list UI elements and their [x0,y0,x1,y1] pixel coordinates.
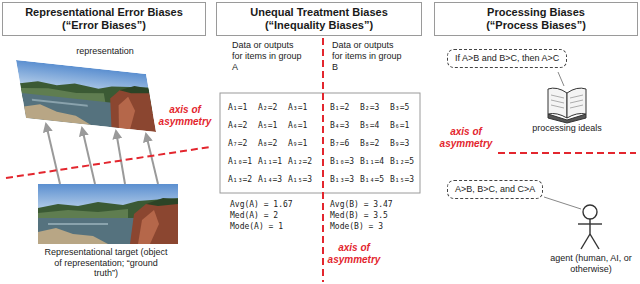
representation-image [16,60,156,132]
heading-subtext: (“Inequality Biases”) [221,19,417,32]
figure-leg [581,234,590,249]
mapping-arrows [46,124,158,184]
table-cell: A₆=1 [288,121,317,131]
heading-text: Processing Biases [439,6,633,19]
table-cell: A₇=2 [228,139,257,149]
table-cell: B₁₅=3 [390,175,419,185]
heading-text: Unequal Treatment Biases [221,6,417,19]
book-lines [570,100,583,103]
panel-heading: Representational Error Biases(“Error Bia… [2,2,206,36]
table-cell: A₁=1 [228,103,257,113]
table-cell: B₆=1 [390,121,419,131]
panel-heading: Processing Biases(“Process Biases”) [434,2,638,36]
data-table-frame [220,93,420,193]
target-image [38,184,178,244]
figure-arms [578,223,602,224]
axis-label: axis of asymmetry [157,104,213,128]
figure-head [583,205,597,219]
mapping-arrow [146,134,158,184]
table-cell: B₁₁=4 [360,157,389,167]
heading-subtext: (“Process Biases”) [439,19,633,32]
table-cell: B₅=4 [360,121,389,131]
book-lines [551,95,564,98]
table-cell: A₉=1 [288,139,317,149]
table-cell: B₇=6 [330,139,359,149]
summary-stat: Avg(B) = 3.47 [330,200,410,210]
summary-stat: Mode(A) = 1 [230,222,310,232]
table-cell: A₃=1 [288,103,317,113]
mapping-arrow [46,124,60,184]
summary-stat: Med(B) = 3.5 [330,211,410,221]
table-cell: B₉=3 [390,139,419,149]
book-icon [548,88,586,123]
agent-figure [578,205,602,249]
thought-bubble: If A>B and B>C, then A>C [447,49,567,68]
image-label: Representational target (object of repre… [42,247,170,279]
book-lines [551,100,564,103]
table-cell: B₄=3 [330,121,359,131]
table-cell: A₄=2 [228,121,257,131]
table-cell: A₁₅=3 [288,175,317,185]
table-cell: B₁=2 [330,103,359,113]
thought-bubble: A>B, B>C, and C>A [447,180,543,199]
book-lines [551,95,583,108]
mapping-arrow [116,131,125,184]
asymmetry-axis [322,38,324,282]
table-cell: A₁₀=1 [228,157,257,167]
table-cell: A₁₁=1 [258,157,287,167]
axis-label: axis of asymmetry [326,242,382,266]
table-cell: B₃=5 [390,103,419,113]
icon-label: agent (human, AI, or otherwise) [545,253,637,275]
axis-label: axis of asymmetry [438,126,494,150]
table-cell: B₁₀=3 [330,157,359,167]
table-cell: B₁₃=3 [330,175,359,185]
callout-line [544,197,581,209]
bubble-text: If A>B and B>C, then A>C [455,53,559,64]
figure-body [589,219,590,234]
summary-stat: Mode(B) = 3 [330,222,410,232]
table-cell: A₂=2 [258,103,287,113]
table-cell: A₅=1 [258,121,287,131]
group-heading: Data or outputs for items in group B [332,40,406,73]
table-cell: B₁₂=5 [390,157,419,167]
group-heading: Data or outputs for items in group A [232,40,306,73]
heading-subtext: (“Error Biases”) [7,19,201,32]
table-cell: B₈=2 [360,139,389,149]
table-cell: A₈=2 [258,139,287,149]
figure-leg [590,234,599,249]
book-page [548,88,567,118]
table-cell: B₁₄=5 [360,175,389,185]
table-cell: A₁₂=2 [288,157,317,167]
bubble-text: A>B, B>C, and C>A [455,184,535,195]
table-cell: A₁₃=2 [228,175,257,185]
book-lines [551,105,564,108]
table-cell: B₂=3 [360,103,389,113]
summary-stat: Med(A) = 2 [230,211,310,221]
callout-line [558,72,564,86]
book-page [567,88,586,118]
icon-label: processing ideals [530,123,604,134]
table-cell: A₁₄=3 [258,175,287,185]
book-lines [570,95,583,98]
panel-heading: Unequal Treatment Biases(“Inequality Bia… [216,2,422,36]
book-lines [570,105,583,108]
summary-stat: Avg(A) = 1.67 [230,200,310,210]
asymmetry-axis [6,147,210,178]
asymmetry-axis [498,152,636,154]
heading-text: Representational Error Biases [7,6,201,19]
mapping-arrow [82,128,95,184]
image-label: representation [60,46,150,57]
